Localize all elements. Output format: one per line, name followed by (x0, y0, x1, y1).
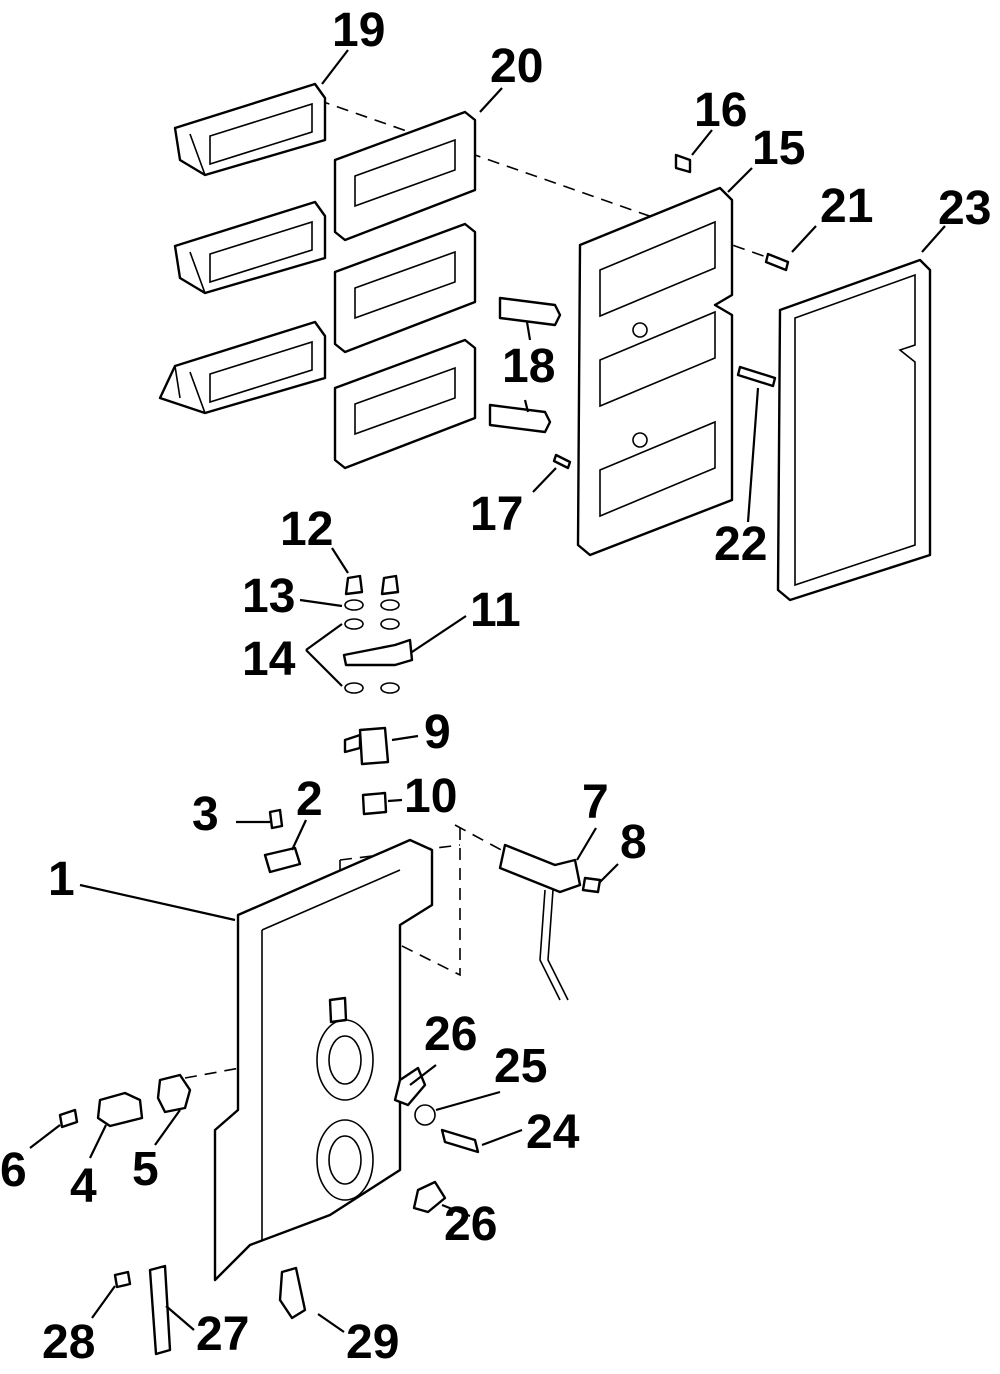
callout-11: 11 (470, 584, 521, 637)
callout-26-lower: 26 (444, 1198, 497, 1251)
callout-25: 25 (494, 1040, 547, 1093)
callout-13: 13 (242, 570, 295, 623)
clamps-26 (393, 1066, 447, 1214)
callout-20: 20 (490, 40, 543, 93)
callout-27: 27 (196, 1308, 249, 1361)
screw-3 (268, 808, 284, 830)
sensor-7 (498, 843, 582, 1001)
callout-23: 23 (938, 182, 991, 235)
callout-8: 8 (620, 816, 647, 869)
housing (213, 838, 434, 1282)
reed-plate-gasket (776, 258, 932, 602)
callout-6: 6 (0, 1144, 27, 1197)
callout-labels: 1 2 3 4 5 6 7 8 9 10 11 12 13 14 15 16 1… (0, 4, 991, 1369)
clip-2 (263, 846, 302, 874)
strap-27 (148, 1264, 172, 1356)
callout-18: 18 (502, 340, 555, 393)
sensor-4 (96, 1091, 144, 1128)
callout-16: 16 (694, 84, 747, 137)
callout-1: 1 (48, 853, 75, 906)
fitting-16 (674, 153, 692, 174)
screw-21 (764, 252, 790, 272)
callout-4: 4 (70, 1160, 97, 1213)
grommets-12 (344, 574, 400, 596)
reed-block-assemblies (158, 82, 327, 415)
callout-10: 10 (404, 770, 457, 823)
callout-29: 29 (346, 1316, 399, 1369)
screw-28 (113, 1270, 132, 1289)
callout-3: 3 (192, 788, 219, 841)
screw-6 (58, 1108, 79, 1129)
washer-25 (414, 1104, 436, 1126)
callout-17: 17 (470, 488, 523, 541)
callout-15: 15 (752, 122, 805, 175)
callout-26-upper: 26 (424, 1008, 477, 1061)
callout-28: 28 (42, 1316, 95, 1369)
callout-22: 22 (714, 518, 767, 571)
callout-14: 14 (242, 633, 296, 686)
callout-19: 19 (332, 4, 385, 57)
leader-lines (29, 49, 946, 1333)
bushing-10 (361, 791, 388, 816)
washers-13-14 (344, 599, 400, 694)
sensor-9 (343, 726, 390, 766)
callout-24: 24 (526, 1106, 580, 1159)
callout-9: 9 (424, 706, 451, 759)
bracket-11 (342, 638, 414, 667)
callout-5: 5 (132, 1143, 159, 1196)
dowels-18 (488, 296, 562, 434)
callout-2: 2 (296, 773, 323, 826)
callout-21: 21 (820, 180, 873, 233)
bolt-24 (440, 1128, 480, 1154)
screw-8 (581, 876, 602, 894)
gasket-5 (156, 1073, 192, 1114)
reed-plate (576, 186, 734, 557)
clamp-29 (278, 1266, 307, 1320)
callout-12: 12 (280, 503, 333, 556)
reed-gaskets (333, 110, 477, 470)
screw-22 (736, 365, 777, 388)
pin-17 (552, 453, 572, 470)
callout-7: 7 (582, 776, 609, 829)
